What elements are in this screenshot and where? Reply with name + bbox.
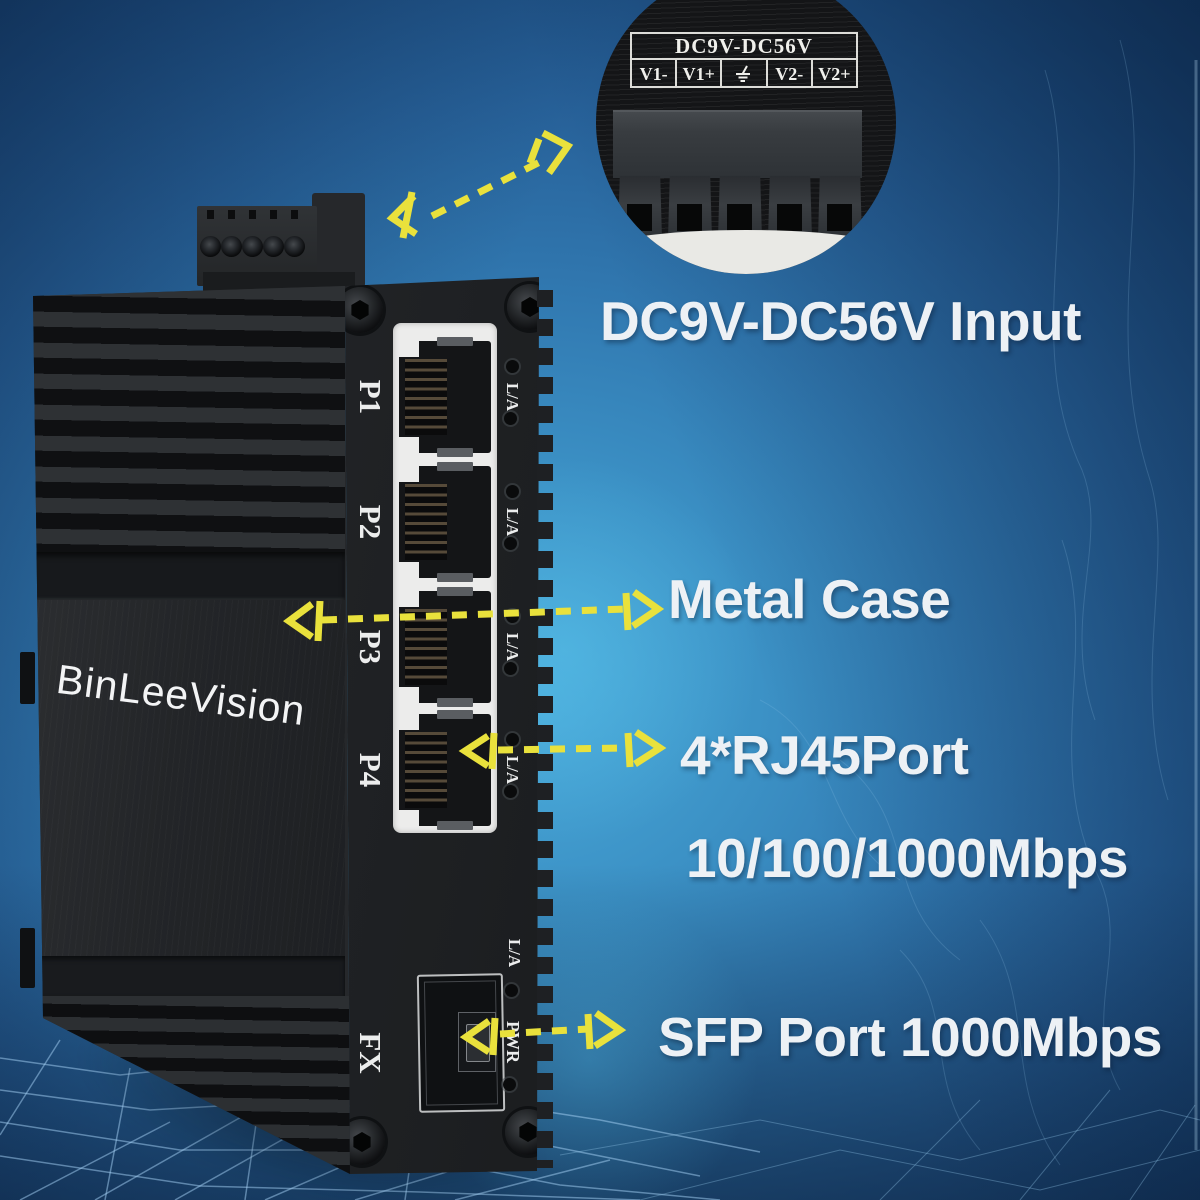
power-terminal-inset: DC9V-DC56V V1- V1+ V2- V2+ — [596, 0, 896, 274]
port-label-p3: P3 — [353, 629, 388, 665]
annotation-rj45-speed: 10/100/1000Mbps — [686, 827, 1128, 889]
link-activity-led — [504, 537, 517, 550]
terminal-slot — [207, 210, 214, 219]
link-activity-led — [504, 785, 517, 798]
terminal-cavity — [768, 176, 812, 240]
side-groove — [33, 956, 345, 996]
terminal-cavity — [668, 176, 712, 240]
led-label-la: L/A — [505, 938, 524, 968]
rj45-tab — [437, 587, 473, 596]
led-label-la: L/A — [503, 632, 522, 662]
terminal-cavity — [618, 176, 662, 240]
annotation-power-input: DC9V-DC56V Input — [600, 290, 1081, 352]
power-led-label-pwr: PWR — [503, 1021, 524, 1063]
rj45-clip-notch — [399, 562, 419, 578]
voltage-label-plate: DC9V-DC56V V1- V1+ V2- V2+ — [630, 32, 858, 88]
annotation-sfp-port: SFP Port 1000Mbps — [658, 1006, 1162, 1068]
terminal-cavity — [818, 176, 862, 240]
terminal-screw-hole — [284, 236, 305, 257]
rj45-pins — [405, 609, 447, 685]
din-clip-tab — [20, 928, 35, 988]
inset-terminal-block — [613, 110, 862, 178]
link-activity-led — [505, 984, 518, 997]
terminal-slot — [291, 210, 298, 219]
rj45-tab — [437, 710, 473, 719]
rj45-pins — [405, 359, 447, 435]
terminal-slot — [270, 210, 277, 219]
led-label-la: L/A — [503, 755, 522, 785]
rj45-pins — [405, 732, 447, 808]
terminal-screw-hole — [263, 236, 284, 257]
port-label-p1: P1 — [353, 379, 388, 415]
annotation-rj45-ports: 4*RJ45Port — [680, 724, 969, 786]
power-terminal-block — [312, 193, 365, 287]
rj45-tab — [437, 698, 473, 707]
link-activity-led — [506, 485, 519, 498]
link-activity-led — [506, 733, 519, 746]
rj45-tab — [437, 462, 473, 471]
rj45-tab — [437, 821, 473, 830]
serrated-edge-fins — [537, 290, 553, 1168]
fiber-port-label-fx: FX — [353, 1032, 388, 1074]
rj45-clip-notch — [399, 810, 419, 826]
terminal-label-v1plus: V1+ — [677, 60, 723, 88]
rj45-tab — [437, 573, 473, 582]
terminal-cavity — [718, 176, 762, 240]
side-groove — [33, 552, 345, 600]
heatsink-fins-top — [33, 286, 345, 560]
port-label-p4: P4 — [353, 752, 388, 788]
rj45-tab — [437, 337, 473, 346]
din-clip-tab — [20, 652, 35, 704]
rj45-tab — [437, 448, 473, 457]
rj45-clip-notch — [399, 714, 419, 730]
earth-ground-icon — [736, 65, 750, 82]
port-label-p2: P2 — [353, 504, 388, 540]
link-activity-led — [504, 662, 517, 675]
terminal-label-v2minus: V2- — [768, 60, 813, 88]
link-activity-led — [504, 412, 517, 425]
annotation-metal-case: Metal Case — [668, 568, 951, 630]
terminal-screw-hole — [221, 236, 242, 257]
panel-screw — [345, 1119, 385, 1165]
terminal-screw-hole — [200, 236, 221, 257]
panel-screw — [507, 284, 539, 330]
terminal-label-ground — [722, 60, 768, 88]
inset-background-gap — [596, 230, 896, 274]
terminal-slot — [249, 210, 256, 219]
link-activity-led — [506, 360, 519, 373]
terminal-label-v1minus: V1- — [632, 60, 678, 88]
link-activity-led — [506, 610, 519, 623]
terminal-labels-row: V1- V1+ V2- V2+ — [632, 58, 856, 88]
terminal-slot — [228, 210, 235, 219]
rj45-clip-notch — [399, 687, 419, 703]
rj45-clip-notch — [399, 466, 419, 482]
led-label-la: L/A — [503, 382, 522, 412]
terminal-label-v2plus: V2+ — [818, 63, 851, 84]
side-brand-band — [33, 600, 345, 956]
rj45-pins — [405, 484, 447, 560]
rj45-clip-notch — [399, 591, 419, 607]
rj45-clip-notch — [399, 437, 419, 453]
led-label-la: L/A — [503, 507, 522, 537]
sfp-handle — [466, 1024, 490, 1062]
rj45-clip-notch — [399, 341, 419, 357]
power-led — [503, 1078, 516, 1091]
brushed-metal-texture — [33, 600, 345, 956]
voltage-range-label: DC9V-DC56V — [675, 34, 813, 58]
terminal-screw-hole — [242, 236, 263, 257]
panel-screw — [505, 1109, 539, 1155]
panel-screw — [345, 287, 383, 333]
